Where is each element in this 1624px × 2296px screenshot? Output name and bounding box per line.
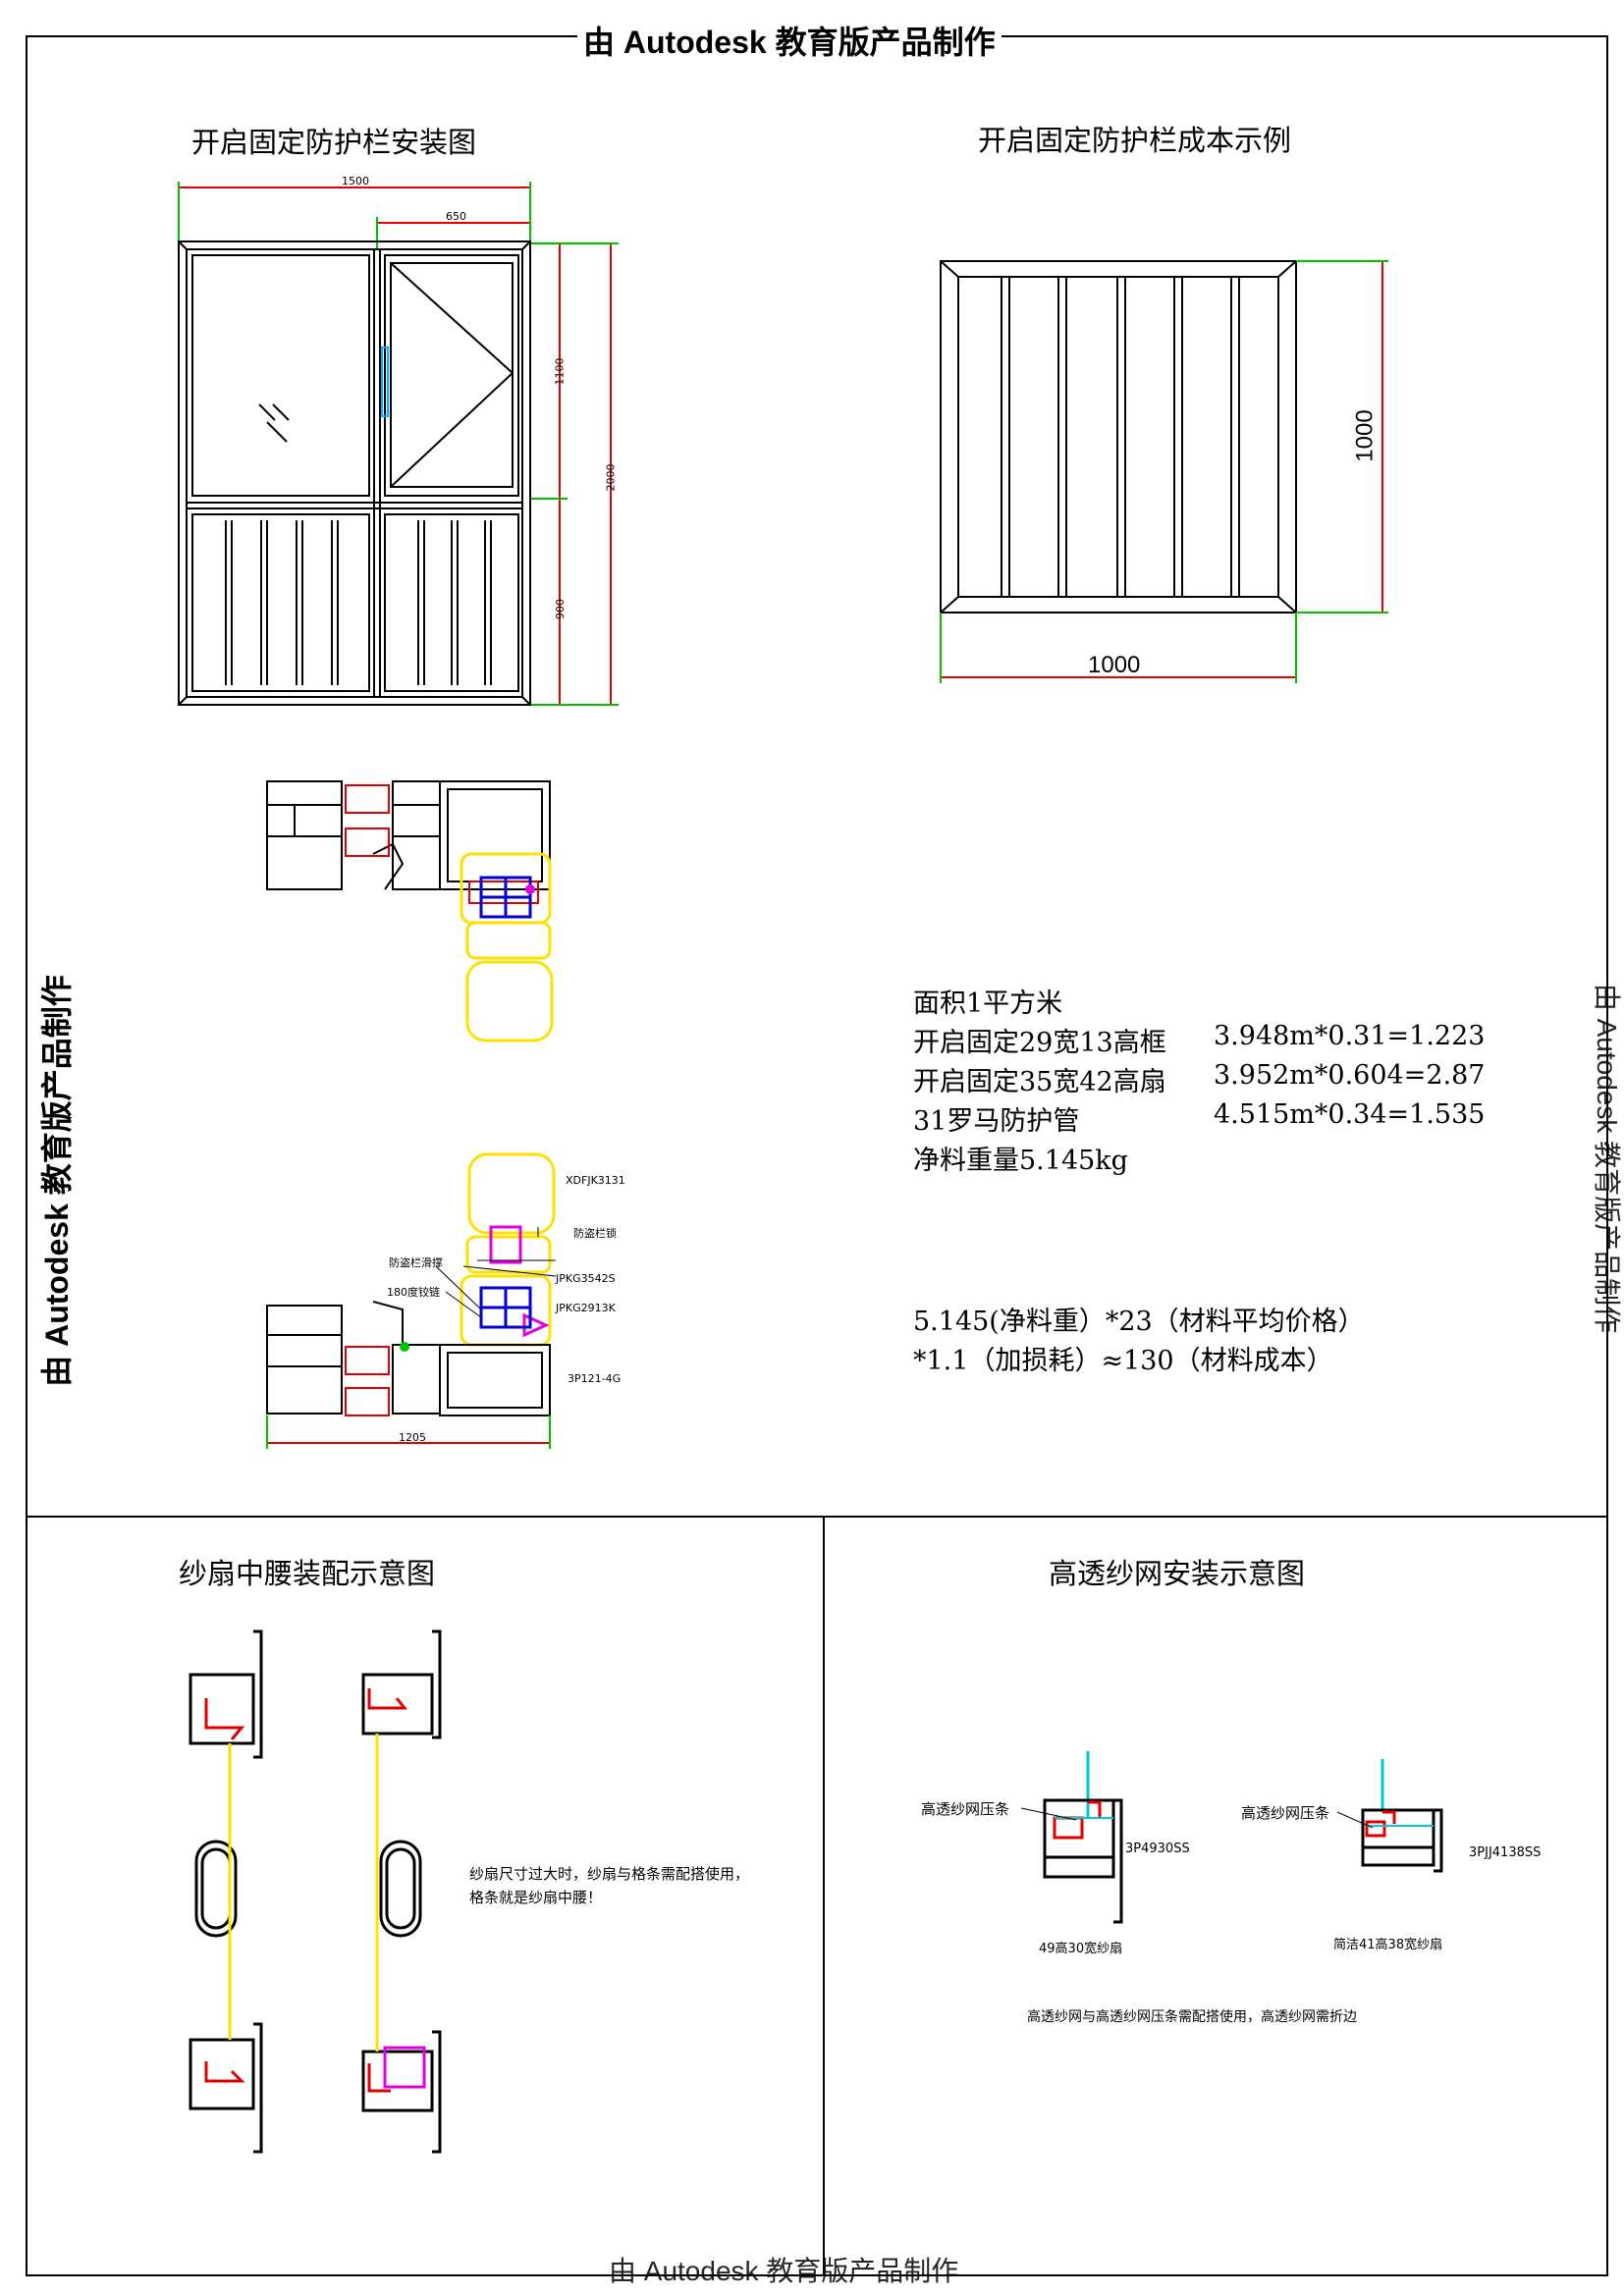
mesh-right-label: 高透纱网压条	[1241, 1804, 1330, 1822]
cost-value-2: 3.952m*0.604=2.87	[1214, 1060, 1486, 1091]
mesh-right-caption: 简洁41高38宽纱扇	[1333, 1938, 1443, 1952]
label-lock: 防盗栏锁	[573, 1227, 617, 1240]
cost-value-1: 3.948m*0.31=1.223	[1214, 1021, 1486, 1051]
mesh-left-label: 高透纱网压条	[921, 1800, 1010, 1818]
watermark-bottom: 由 Autodesk 教育版产品制作	[609, 2256, 959, 2286]
mesh-left-caption: 49高30宽纱扇	[1039, 1942, 1123, 1956]
dim-sash-width: 650	[446, 210, 466, 223]
mesh-title: 高透纱网安装示意图	[1049, 1557, 1306, 1590]
screen-waist-note-2: 格条就是纱扇中腰！	[469, 1889, 603, 1906]
dim-overall-width: 1500	[342, 175, 369, 187]
screen-waist-title: 纱扇中腰装配示意图	[179, 1557, 436, 1590]
mesh-note: 高透纱网与高透纱网压条需配搭使用，高透纱网需折边	[1027, 2009, 1357, 2025]
cost-line-0: 面积1平方米	[913, 988, 1063, 1019]
cost-formula-1: 5.145(净料重）*23（材料平均价格）	[913, 1307, 1365, 1337]
cost-line-3: 31罗马防护管	[913, 1106, 1080, 1137]
mesh-left-profile: 3P4930SS	[1125, 1842, 1190, 1856]
mesh-right-profile: 3PJJ4138SS	[1469, 1845, 1542, 1860]
cost-value-3: 4.515m*0.34=1.535	[1214, 1099, 1486, 1130]
install-title: 开启固定防护栏安装图	[191, 126, 477, 159]
cost-formula-2: *1.1（加损耗）≈130（材料成本）	[913, 1346, 1333, 1376]
cost-line-2: 开启固定35宽42高扇	[913, 1067, 1166, 1097]
label-profile-c: 3P121-4G	[568, 1372, 622, 1385]
cost-title: 开启固定防护栏成本示例	[978, 124, 1292, 157]
cost-line-4: 净料重量5.145kg	[913, 1146, 1128, 1176]
label-slide: 防盗栏滑撑	[389, 1256, 443, 1269]
label-profile-b: JPKG2913K	[556, 1302, 616, 1314]
divider-horizontal	[26, 1516, 1608, 1518]
cost-line-1: 开启固定29宽13高框	[913, 1028, 1166, 1058]
dim-section-width: 1205	[399, 1431, 426, 1444]
label-profile-top: XDFJK3131	[566, 1174, 625, 1187]
label-profile-a: JPKG3542S	[556, 1272, 616, 1285]
dim-guard-width: 1000	[1088, 652, 1141, 678]
screen-waist-note-1: 纱扇尺寸过大时，纱扇与格条需配搭使用，	[469, 1865, 750, 1883]
label-hinge: 180度铰链	[387, 1286, 440, 1299]
watermark-top: 由 Autodesk 教育版产品制作	[577, 18, 1001, 63]
divider-vertical	[823, 1516, 825, 2276]
